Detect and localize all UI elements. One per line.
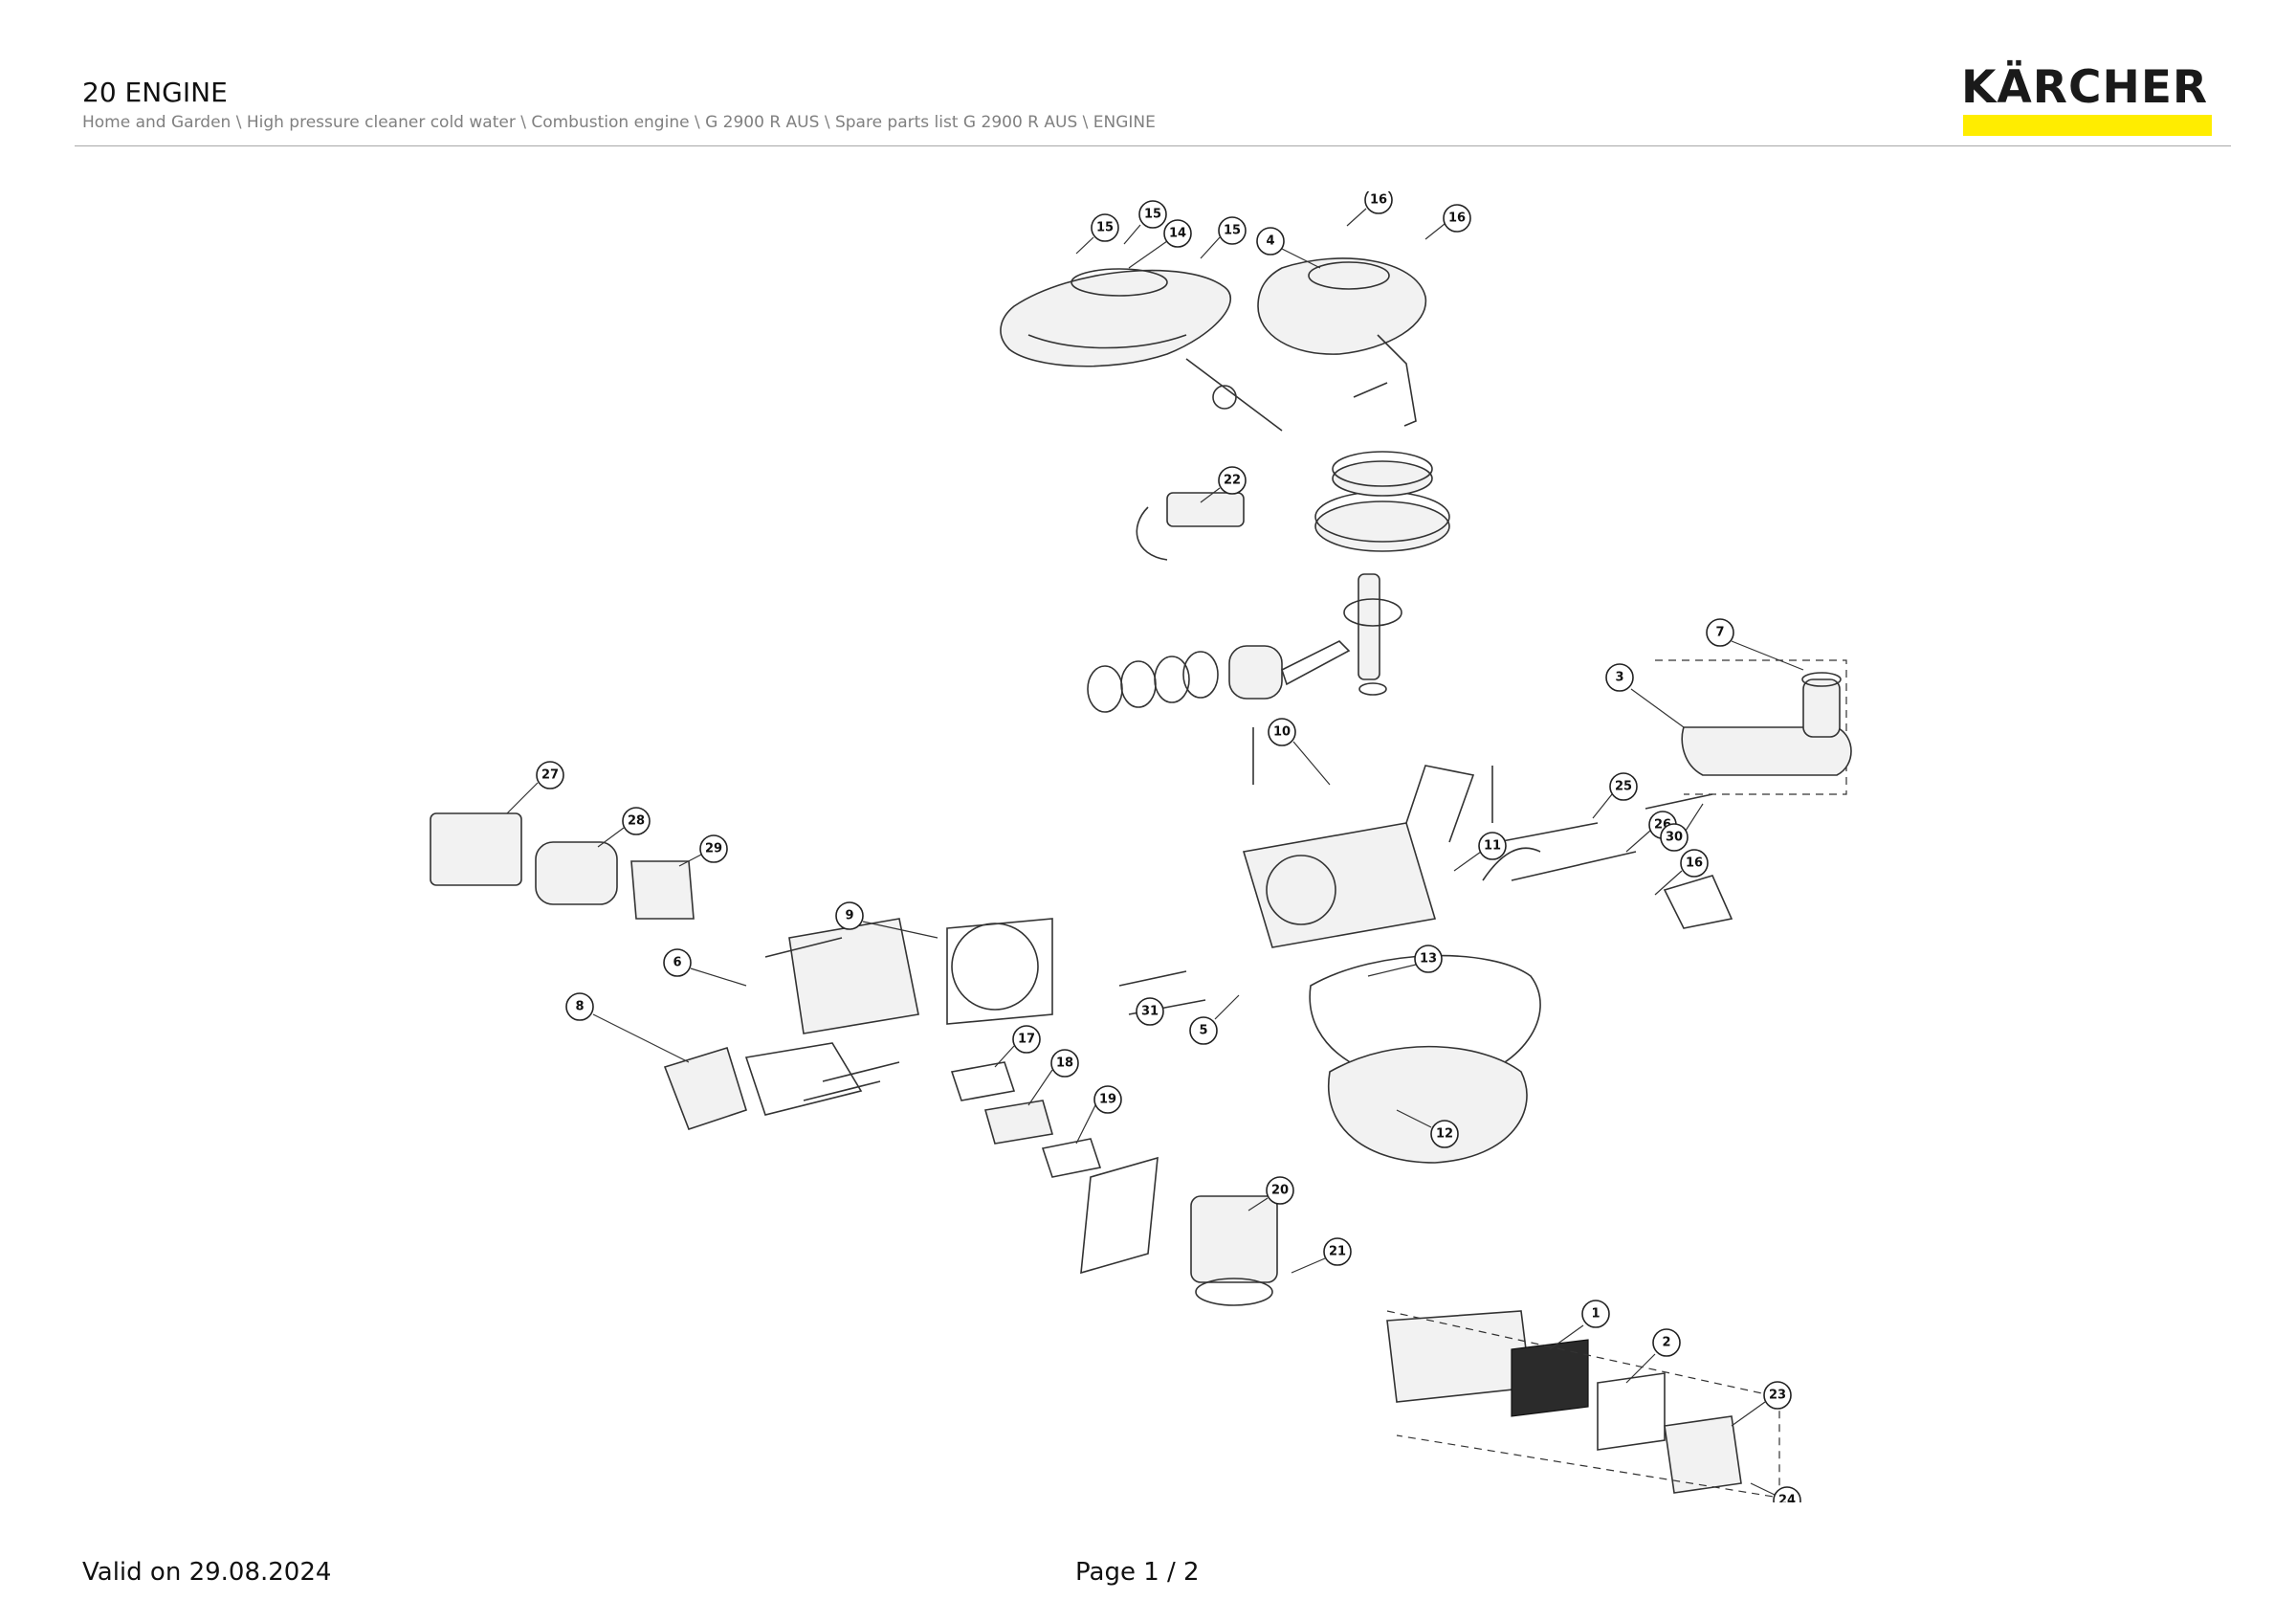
- svg-text:27: 27: [541, 768, 559, 783]
- svg-text:28: 28: [628, 814, 645, 829]
- valid-on-date: Valid on 29.08.2024: [82, 1558, 332, 1587]
- callout-19: 19: [1075, 1085, 1122, 1145]
- karcher-logo: KÄRCHER: [1961, 61, 2214, 138]
- callout-21: 21: [1291, 1237, 1352, 1274]
- callout-9: 9: [835, 901, 938, 939]
- svg-text:6: 6: [673, 956, 681, 970]
- muffler: [430, 812, 695, 920]
- svg-text:24: 24: [1778, 1494, 1796, 1503]
- svg-text:9: 9: [845, 909, 853, 923]
- callout-16b: 16: [1424, 204, 1471, 240]
- svg-text:8: 8: [575, 1000, 584, 1014]
- svg-text:12: 12: [1436, 1127, 1453, 1142]
- svg-text:15: 15: [1096, 221, 1114, 235]
- svg-text:7: 7: [1715, 626, 1724, 640]
- page-title: 20 ENGINE: [82, 77, 228, 108]
- svg-text:21: 21: [1329, 1245, 1346, 1259]
- callout-4: 4: [1256, 227, 1321, 269]
- callout-31: 31: [1136, 997, 1164, 1026]
- svg-text:15: 15: [1144, 208, 1161, 222]
- callout-12: 12: [1396, 1109, 1459, 1148]
- callout-27: 27: [506, 761, 564, 814]
- callout-15c: 15: [1200, 216, 1247, 259]
- callout-6: 6: [663, 948, 747, 987]
- svg-text:4: 4: [1266, 234, 1274, 249]
- svg-text:5: 5: [1199, 1024, 1207, 1038]
- crankcase-cover: [1309, 954, 1541, 1164]
- callout-15b: 15: [1123, 200, 1167, 245]
- svg-text:30: 30: [1666, 831, 1683, 845]
- svg-text:22: 22: [1224, 474, 1241, 488]
- callout-16a: 16: [1346, 191, 1393, 227]
- svg-text:16: 16: [1686, 856, 1703, 871]
- svg-text:15: 15: [1224, 224, 1241, 238]
- breadcrumb: Home and Garden \ High pressure cleaner …: [82, 113, 1156, 132]
- svg-text:18: 18: [1056, 1056, 1073, 1071]
- svg-text:16: 16: [1448, 211, 1466, 226]
- logo-yellow-bar: [1963, 115, 2212, 136]
- page-number: Page 1 / 2: [1075, 1558, 1200, 1587]
- svg-text:1: 1: [1591, 1307, 1600, 1322]
- callout-24: 24: [1750, 1482, 1801, 1503]
- svg-text:23: 23: [1769, 1389, 1786, 1403]
- callout-30: 30: [1660, 803, 1704, 852]
- carburetor: [1190, 1195, 1278, 1306]
- svg-text:16: 16: [1370, 193, 1387, 208]
- flywheel: [1314, 451, 1450, 552]
- callout-25: 25: [1592, 772, 1638, 819]
- exploded-engine-diagram: 1 2 3 4 5 6 7 8 9 10 11 12 13 14 15 15 1…: [430, 191, 1852, 1503]
- callout-29: 29: [678, 834, 728, 867]
- callout-17: 17: [994, 1025, 1041, 1068]
- crankshaft: [1343, 573, 1402, 696]
- callout-23: 23: [1731, 1381, 1792, 1427]
- callout-7: 7: [1706, 618, 1804, 671]
- callout-18: 18: [1027, 1049, 1079, 1106]
- fan-housing: [1257, 257, 1427, 427]
- svg-text:10: 10: [1273, 725, 1291, 740]
- svg-text:25: 25: [1615, 780, 1632, 794]
- cylinder-block: [1242, 765, 1541, 948]
- callout-13: 13: [1367, 945, 1443, 977]
- svg-text:31: 31: [1141, 1005, 1159, 1019]
- callout-8: 8: [565, 992, 690, 1063]
- callout-14: 14: [1128, 219, 1192, 269]
- callout-1: 1: [1549, 1300, 1610, 1350]
- callout-20: 20: [1247, 1176, 1294, 1212]
- callout-3: 3: [1605, 663, 1685, 728]
- svg-text:2: 2: [1662, 1336, 1670, 1350]
- starter-cover: [1000, 268, 1231, 367]
- svg-text:19: 19: [1099, 1093, 1116, 1107]
- svg-text:13: 13: [1420, 952, 1437, 967]
- callout-2: 2: [1625, 1328, 1681, 1384]
- callout-11: 11: [1453, 832, 1507, 872]
- svg-text:11: 11: [1484, 839, 1501, 854]
- svg-text:14: 14: [1169, 227, 1186, 241]
- air-filter-assembly: [1386, 1310, 1780, 1499]
- svg-text:3: 3: [1615, 671, 1623, 685]
- intake-gaskets: [950, 1061, 1159, 1275]
- piston-assembly: [1087, 640, 1351, 713]
- logo-wordmark: KÄRCHER: [1961, 61, 2209, 114]
- header-divider: [75, 145, 2231, 146]
- callout-22: 22: [1200, 466, 1247, 503]
- fuel-tank: [1655, 659, 1852, 795]
- callout-5: 5: [1189, 994, 1240, 1045]
- valve-cover: [663, 1042, 863, 1131]
- svg-text:17: 17: [1018, 1033, 1035, 1047]
- svg-text:20: 20: [1271, 1184, 1289, 1198]
- callout-15a: 15: [1075, 213, 1119, 255]
- callout-28: 28: [597, 807, 651, 848]
- svg-text:29: 29: [705, 842, 722, 856]
- bolts: [764, 727, 1493, 1101]
- cylinder-head: [788, 918, 1053, 1034]
- callout-10: 10: [1268, 718, 1331, 786]
- callout-16c: 16: [1654, 849, 1709, 896]
- ignition-coil: [1136, 492, 1245, 561]
